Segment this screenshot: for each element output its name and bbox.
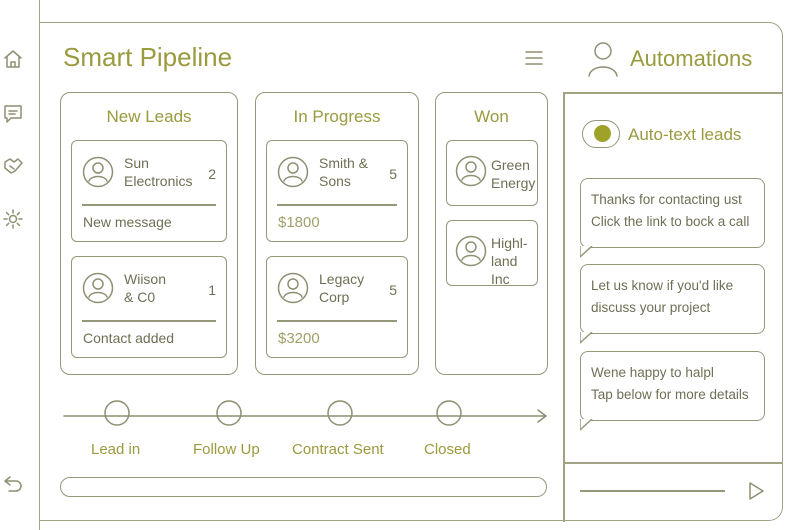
- card-divider: [277, 204, 397, 206]
- card-divider: [82, 320, 216, 322]
- stage-label-lead-in[interactable]: Lead in: [91, 441, 141, 458]
- avatar-icon: [455, 235, 487, 267]
- won-name: Green Energy: [491, 157, 536, 191]
- lead-status: Contact added: [83, 330, 175, 346]
- deal-count: 5: [389, 282, 397, 298]
- deal-count: 5: [389, 166, 397, 182]
- stage-node[interactable]: [216, 400, 242, 426]
- card-divider: [82, 204, 216, 206]
- column-won: Won Green Energy Highl- land Inc: [435, 92, 548, 375]
- message-template[interactable]: Let us know if you'd like discuss your p…: [580, 264, 765, 344]
- lead-card[interactable]: Sun Electronics 2 New message: [71, 140, 227, 242]
- timeline-arrow-icon: [537, 409, 547, 423]
- won-card[interactable]: Highl- land Inc: [446, 220, 538, 287]
- deal-card[interactable]: Smith & Sons 5 $1800: [266, 140, 408, 242]
- column-title: New Leads: [106, 107, 192, 126]
- column-in-progress: In Progress Smith & Sons 5 $1800 Legacy …: [255, 92, 419, 375]
- avatar-icon: [277, 272, 309, 304]
- lead-count: 1: [208, 282, 216, 298]
- avatar-icon: [82, 156, 114, 188]
- gear-icon[interactable]: [2, 208, 24, 230]
- deal-name: Smith & Sons: [319, 155, 369, 189]
- card-divider: [277, 320, 397, 322]
- won-name: Highl- land Inc: [491, 235, 528, 287]
- progress-bar: [60, 477, 547, 497]
- lead-status: New message: [83, 214, 172, 230]
- won-card[interactable]: Green Energy: [446, 140, 538, 206]
- message-input[interactable]: [580, 490, 725, 492]
- column-new-leads: New Leads Sun Electronics 2 New message …: [60, 92, 238, 375]
- auto-text-toggle[interactable]: [582, 120, 620, 148]
- stage-node[interactable]: [436, 400, 462, 426]
- app-frame: [40, 22, 783, 521]
- home-icon[interactable]: [2, 48, 24, 70]
- lead-card[interactable]: Wiison & C0 1 Contact added: [71, 256, 227, 358]
- notes-icon[interactable]: [2, 103, 24, 125]
- deal-name: Legacy Corp: [319, 271, 365, 305]
- lead-name: Sun Electronics: [124, 155, 193, 189]
- message-template[interactable]: Wene happy to halpl Tap below for more d…: [580, 351, 765, 431]
- auto-text-label: Auto-text leads: [628, 125, 742, 144]
- pipeline-timeline: [63, 400, 547, 426]
- back-arrow-icon[interactable]: [2, 472, 24, 494]
- handshake-icon[interactable]: [2, 155, 24, 177]
- deal-card[interactable]: Legacy Corp 5 $3200: [266, 256, 408, 358]
- stage-node[interactable]: [327, 400, 353, 426]
- lead-name: Wiison & C0: [124, 271, 167, 305]
- send-icon[interactable]: [745, 480, 767, 502]
- automations-title: Automations: [630, 46, 753, 71]
- message-template[interactable]: Thanks for contacting ust Click the link…: [580, 178, 765, 258]
- compose-divider: [563, 462, 783, 464]
- side-rail: [0, 0, 40, 530]
- stage-label-follow-up[interactable]: Follow Up: [193, 441, 260, 458]
- stage-label-contract-sent[interactable]: Contract Sent: [292, 441, 384, 458]
- column-title: In Progress: [293, 107, 381, 126]
- deal-value: $3200: [278, 330, 320, 347]
- lead-count: 2: [208, 166, 216, 182]
- avatar-icon: [277, 156, 309, 188]
- avatar-icon: [82, 272, 114, 304]
- panel-divider: [563, 92, 565, 522]
- deal-value: $1800: [278, 214, 320, 231]
- stage-node[interactable]: [104, 400, 130, 426]
- avatar-icon: [455, 155, 487, 187]
- automations-header-divider: [563, 92, 783, 94]
- hamburger-menu-icon[interactable]: [523, 48, 545, 68]
- column-title: Won: [474, 107, 509, 126]
- person-icon: [587, 40, 619, 78]
- toggle-knob: [594, 125, 611, 142]
- page-title: Smart Pipeline: [63, 42, 233, 72]
- stage-label-closed[interactable]: Closed: [424, 441, 471, 458]
